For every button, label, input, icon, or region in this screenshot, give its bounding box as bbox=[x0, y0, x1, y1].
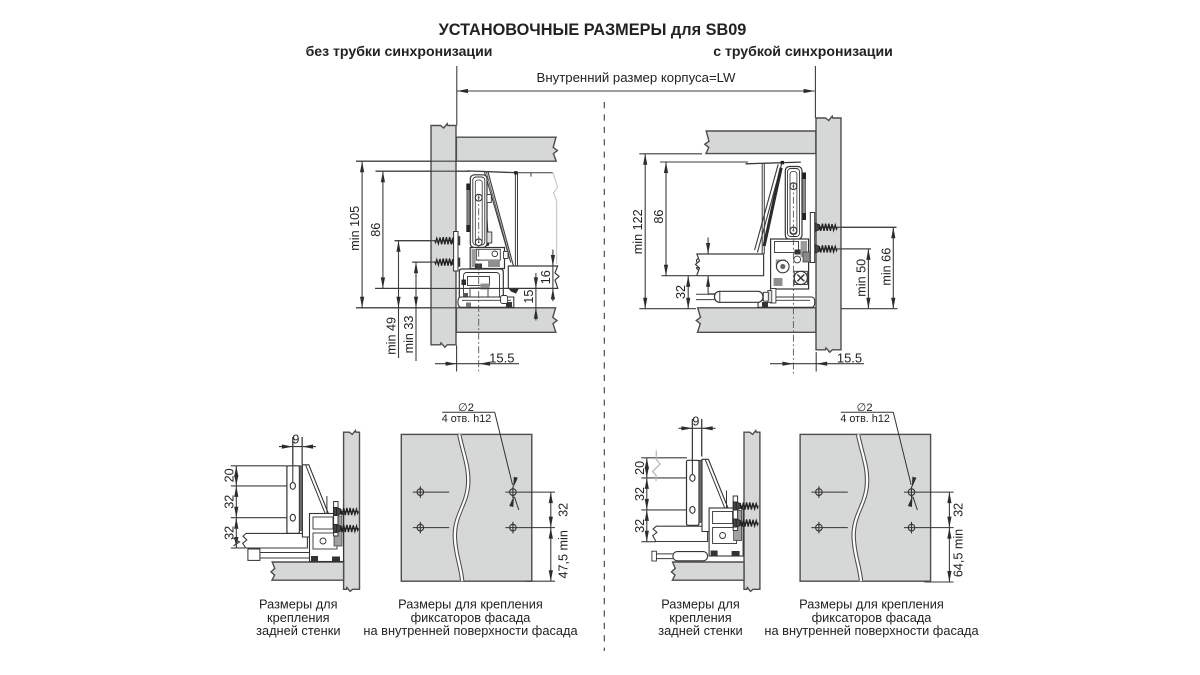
svg-text:с трубкой синхронизации: с трубкой синхронизации bbox=[713, 43, 893, 59]
svg-text:фиксаторов фасада: фиксаторов фасада bbox=[411, 610, 532, 625]
svg-text:9: 9 bbox=[292, 433, 299, 447]
svg-text:16: 16 bbox=[539, 270, 553, 284]
svg-text:32: 32 bbox=[674, 285, 688, 299]
svg-text:крепления: крепления bbox=[669, 610, 732, 625]
svg-text:фиксаторов фасада: фиксаторов фасада bbox=[812, 610, 933, 625]
svg-text:на внутренней поверхности фаса: на внутренней поверхности фасада bbox=[363, 623, 578, 638]
svg-text:min 49: min 49 bbox=[385, 317, 399, 355]
svg-text:УСТАНОВОЧНЫЕ РАЗМЕРЫ для SB09: УСТАНОВОЧНЫЕ РАЗМЕРЫ для SB09 bbox=[439, 21, 747, 39]
svg-text:32: 32 bbox=[952, 503, 966, 517]
svg-text:32: 32 bbox=[633, 487, 647, 501]
svg-text:Размеры для: Размеры для bbox=[259, 597, 338, 612]
svg-text:20: 20 bbox=[222, 468, 236, 482]
svg-text:32: 32 bbox=[633, 519, 647, 533]
svg-text:4 отв. h12: 4 отв. h12 bbox=[442, 413, 491, 425]
svg-text:64,5 min: 64,5 min bbox=[952, 529, 966, 577]
svg-text:min 50: min 50 bbox=[854, 259, 868, 297]
svg-text:min 33: min 33 bbox=[402, 316, 416, 354]
svg-text:задней стенки: задней стенки bbox=[658, 623, 742, 638]
svg-text:∅2: ∅2 bbox=[857, 402, 873, 414]
svg-text:без трубки синхронизации: без трубки синхронизации bbox=[306, 43, 493, 59]
svg-text:32: 32 bbox=[222, 495, 236, 509]
svg-text:32: 32 bbox=[557, 503, 571, 517]
svg-text:9: 9 bbox=[692, 414, 699, 428]
svg-text:min 105: min 105 bbox=[348, 206, 362, 251]
svg-text:86: 86 bbox=[652, 210, 666, 224]
svg-text:Размеры для: Размеры для bbox=[661, 597, 740, 612]
svg-text:15.5: 15.5 bbox=[489, 350, 514, 365]
svg-text:86: 86 bbox=[369, 223, 383, 237]
svg-text:4 отв. h12: 4 отв. h12 bbox=[840, 413, 889, 425]
svg-text:min 122: min 122 bbox=[631, 209, 645, 254]
svg-text:20: 20 bbox=[633, 461, 647, 475]
svg-text:47,5 min: 47,5 min bbox=[557, 530, 571, 578]
svg-text:15: 15 bbox=[522, 290, 536, 304]
svg-text:крепления: крепления bbox=[267, 610, 330, 625]
svg-text:задней стенки: задней стенки bbox=[256, 623, 340, 638]
svg-text:∅2: ∅2 bbox=[458, 402, 474, 414]
svg-text:Внутренний размер корпуса=LW: Внутренний размер корпуса=LW bbox=[537, 70, 736, 85]
svg-text:15.5: 15.5 bbox=[837, 350, 862, 365]
svg-text:min 66: min 66 bbox=[879, 248, 893, 286]
svg-text:Размеры для крепления: Размеры для крепления bbox=[398, 597, 543, 612]
svg-text:на внутренней поверхности фаса: на внутренней поверхности фасада bbox=[764, 623, 979, 638]
svg-text:32: 32 bbox=[222, 526, 236, 540]
svg-text:Размеры для крепления: Размеры для крепления bbox=[799, 597, 944, 612]
